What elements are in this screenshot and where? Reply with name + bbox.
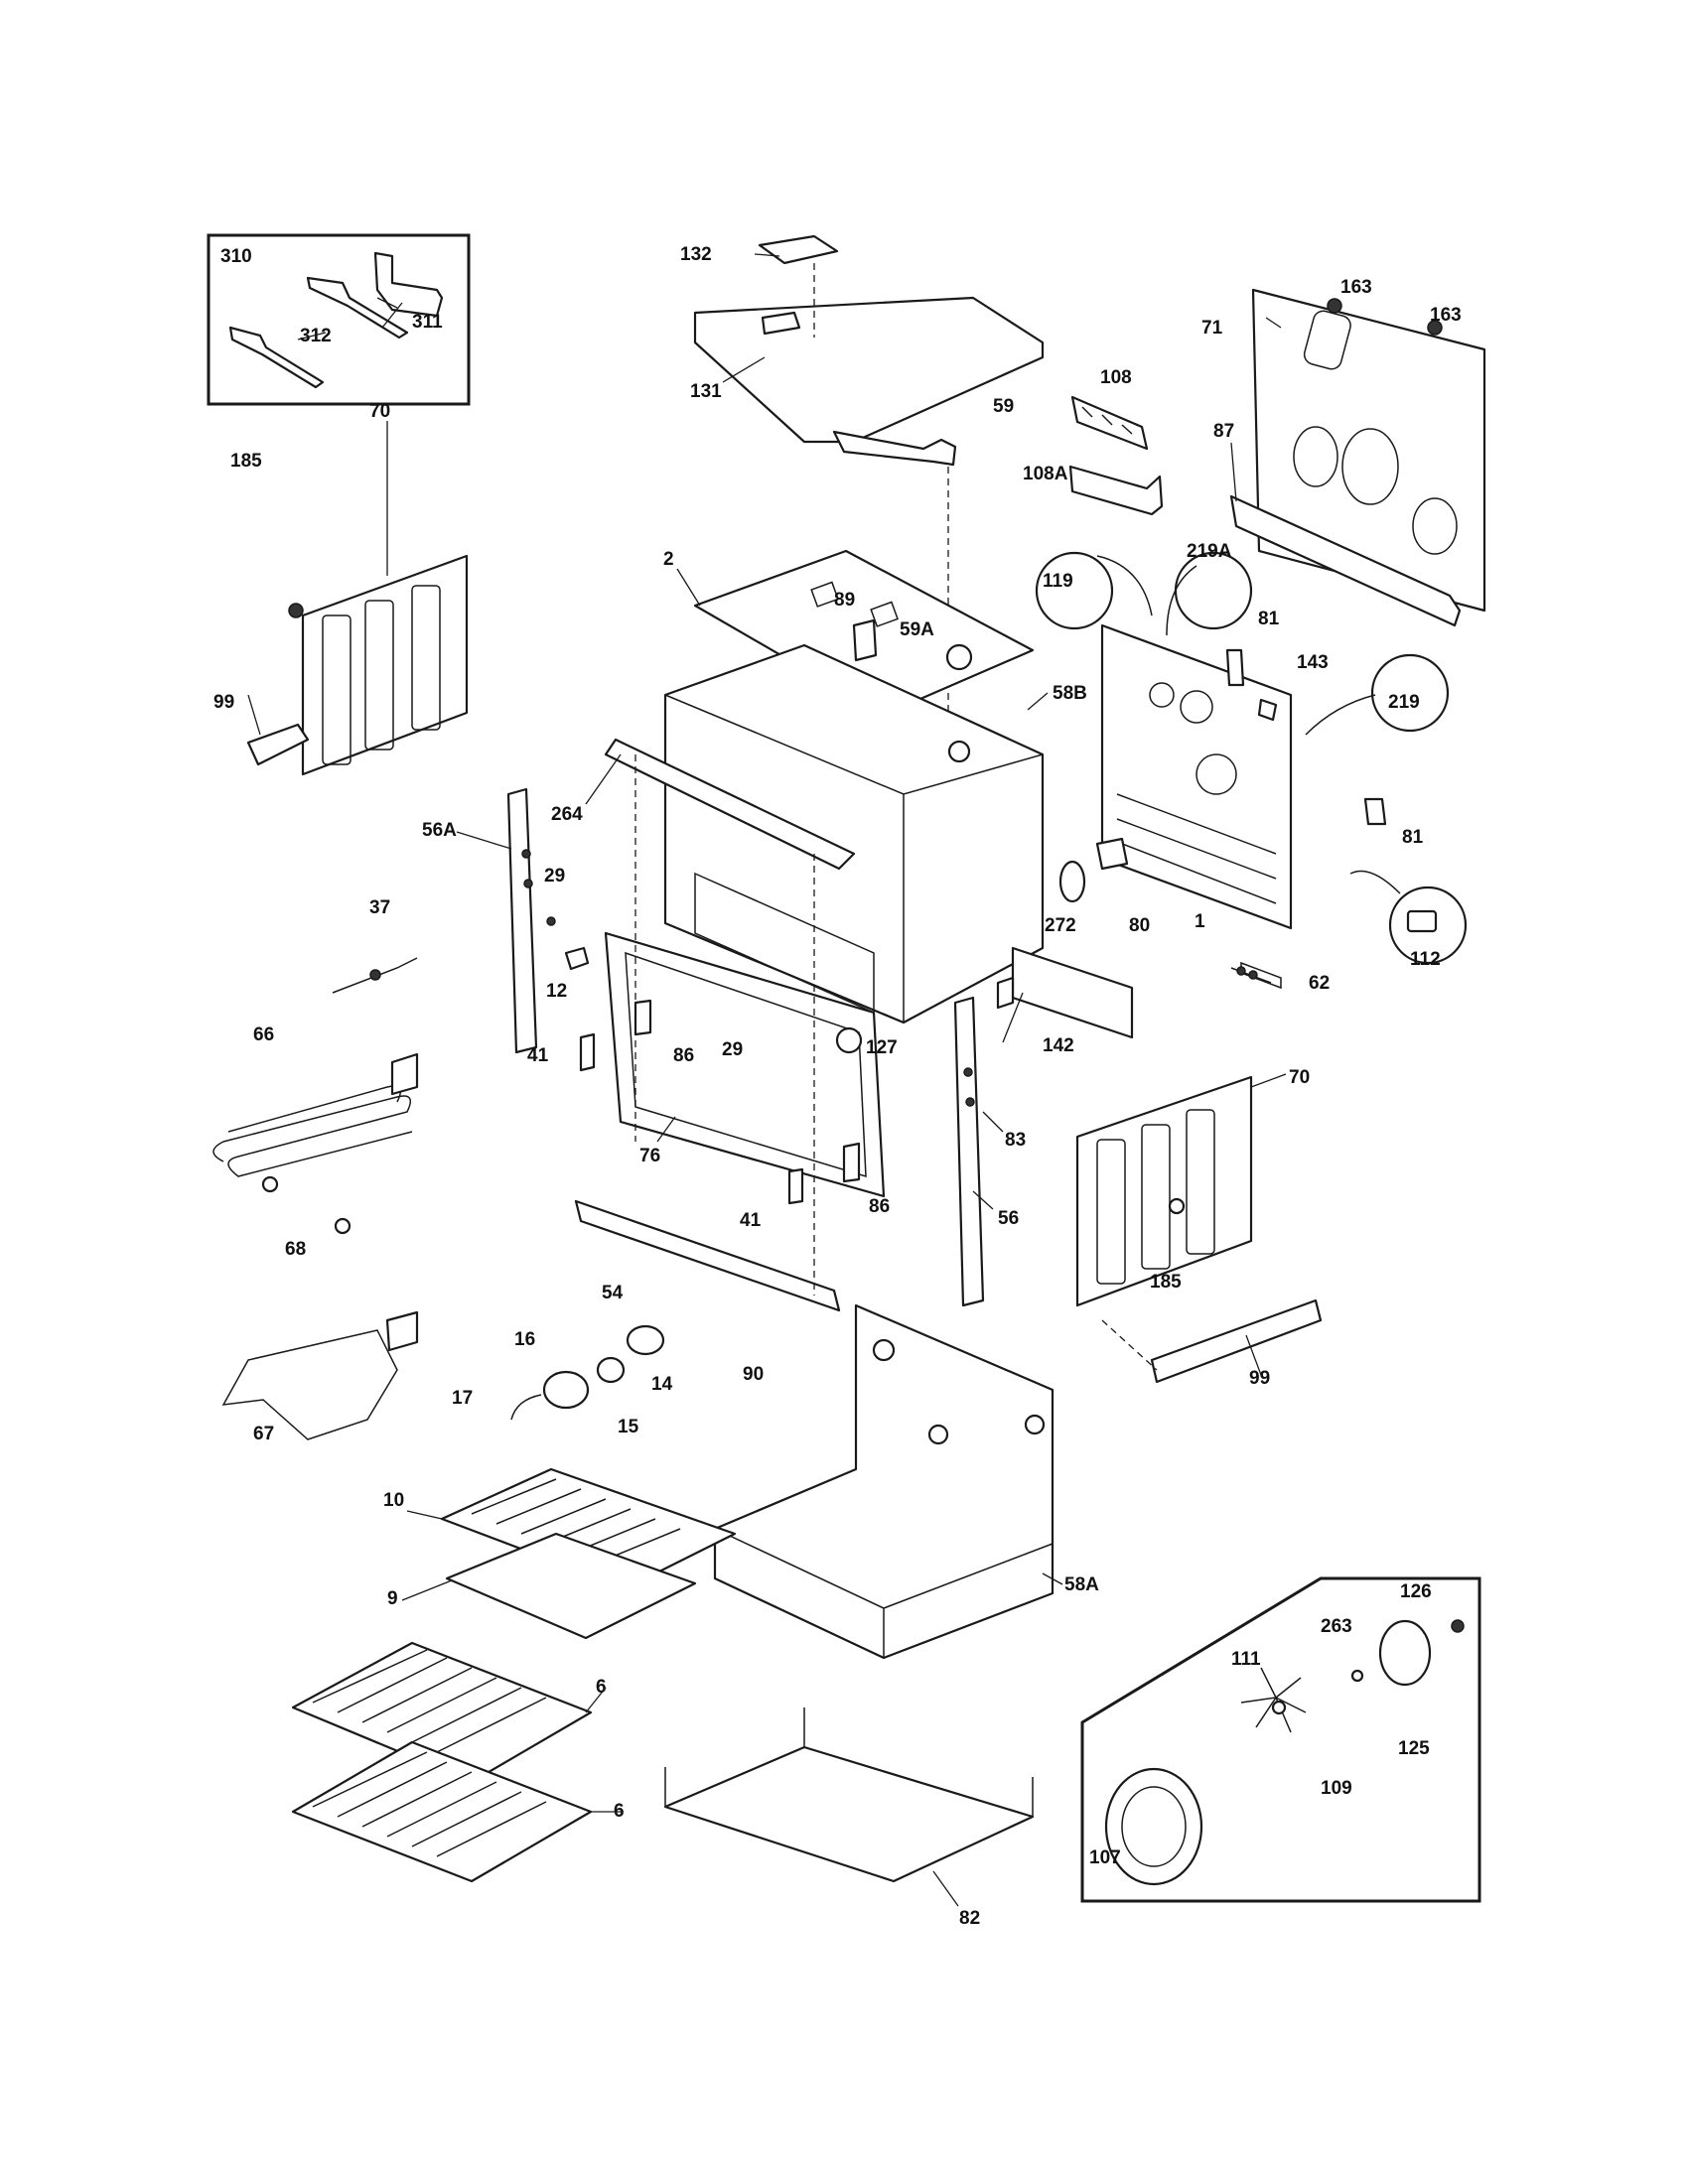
label-86-b: 86: [869, 1196, 890, 1217]
label-263: 263: [1321, 1616, 1352, 1637]
label-29-b: 29: [722, 1039, 743, 1060]
label-56: 56: [998, 1208, 1019, 1229]
label-90: 90: [743, 1364, 764, 1385]
label-163-b: 163: [1430, 305, 1462, 326]
bottom-panel-58a: [713, 1303, 1055, 1660]
broiler-pan: [440, 1467, 737, 1640]
label-131: 131: [690, 381, 722, 402]
oven-racks: [291, 1641, 593, 1883]
label-41-a: 41: [527, 1045, 549, 1066]
label-71: 71: [1201, 318, 1223, 339]
label-272: 272: [1045, 915, 1076, 936]
label-312: 312: [300, 326, 332, 346]
label-70-b: 70: [1289, 1067, 1310, 1088]
label-311: 311: [412, 312, 443, 333]
label-56a: 56A: [422, 820, 457, 841]
label-80: 80: [1129, 915, 1150, 936]
label-67: 67: [253, 1424, 274, 1444]
label-108a: 108A: [1023, 464, 1068, 484]
small-components-left: [332, 916, 590, 994]
label-99-b: 99: [1249, 1368, 1270, 1389]
label-83: 83: [1005, 1130, 1026, 1151]
label-9: 9: [387, 1588, 398, 1609]
oven-light-assembly: [510, 1324, 665, 1421]
label-219a: 219A: [1187, 541, 1232, 562]
label-68: 68: [285, 1239, 306, 1260]
label-87: 87: [1213, 421, 1234, 442]
inset-convection-fan: [1080, 1576, 1481, 1903]
label-125: 125: [1398, 1738, 1430, 1759]
label-2: 2: [663, 549, 674, 570]
label-15: 15: [618, 1417, 639, 1437]
label-17: 17: [452, 1388, 473, 1409]
callout-labels: 132 131 59 108 108A 163 163 71 87 70 185…: [213, 244, 1462, 1929]
label-82: 82: [959, 1908, 980, 1929]
label-10: 10: [383, 1490, 404, 1511]
label-107: 107: [1089, 1847, 1121, 1868]
label-143: 143: [1297, 652, 1329, 673]
top-panel-assembly: [693, 234, 1045, 754]
label-185-a: 185: [230, 451, 262, 472]
inset-bracket-kit: 310 311 312: [207, 233, 471, 406]
label-119: 119: [1043, 571, 1073, 592]
label-14: 14: [651, 1374, 673, 1395]
label-81-a: 81: [1258, 609, 1280, 629]
label-111: 111: [1231, 1649, 1261, 1670]
side-rails: [506, 787, 985, 1307]
label-29-a: 29: [544, 866, 565, 887]
leader-lines: [247, 302, 1287, 1907]
oven-body-58b: [663, 643, 1045, 1024]
label-59a: 59A: [900, 619, 934, 640]
door-hinges: [579, 946, 1272, 1205]
label-109: 109: [1321, 1778, 1352, 1799]
label-6-a: 6: [596, 1677, 607, 1698]
label-66: 66: [253, 1024, 274, 1045]
label-37: 37: [369, 897, 390, 918]
label-89: 89: [834, 590, 855, 611]
label-142: 142: [1043, 1035, 1074, 1056]
vent-assembly: [1068, 395, 1164, 516]
label-70-a: 70: [369, 401, 390, 422]
bottom-tray-82: [663, 1707, 1035, 1883]
label-108: 108: [1100, 367, 1132, 388]
label-112: 112: [1410, 949, 1441, 970]
label-1: 1: [1195, 911, 1205, 932]
bake-element-67: [221, 1310, 419, 1440]
label-126: 126: [1400, 1581, 1432, 1602]
label-310: 310: [220, 246, 252, 267]
label-163-a: 163: [1340, 277, 1372, 298]
label-62: 62: [1309, 973, 1330, 994]
label-264: 264: [551, 804, 583, 825]
label-58a: 58A: [1064, 1574, 1099, 1595]
label-81-b: 81: [1402, 827, 1424, 848]
right-side-panel: [1075, 1075, 1323, 1384]
rear-panel-71: [1229, 288, 1486, 627]
label-185-b: 185: [1150, 1272, 1182, 1293]
label-86-a: 86: [673, 1045, 694, 1066]
label-16: 16: [514, 1329, 535, 1350]
label-58b: 58B: [1053, 683, 1087, 704]
label-41-b: 41: [740, 1210, 762, 1231]
label-54: 54: [602, 1283, 624, 1303]
label-59: 59: [993, 396, 1014, 417]
label-76: 76: [639, 1146, 660, 1166]
label-99-a: 99: [213, 692, 234, 713]
label-219: 219: [1388, 692, 1420, 713]
label-12: 12: [546, 981, 567, 1002]
control-panel-1: [1035, 551, 1468, 990]
broil-element-66: [212, 1052, 419, 1235]
label-127: 127: [866, 1037, 898, 1058]
oven-cavity-frame: [574, 738, 886, 1312]
left-side-panel: [246, 554, 469, 776]
label-132: 132: [680, 244, 712, 265]
